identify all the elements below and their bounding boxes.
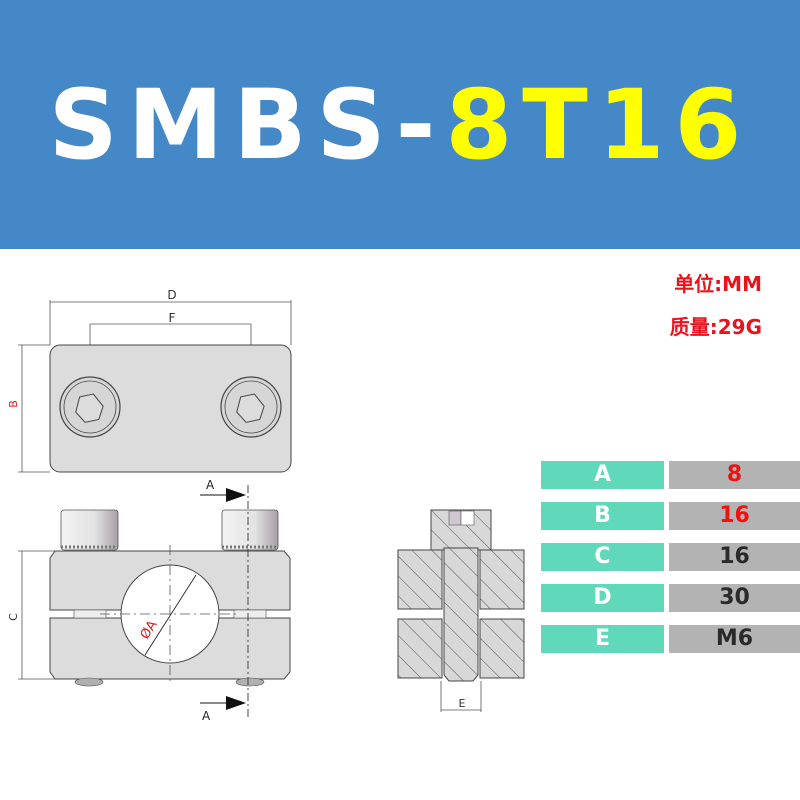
front-view: ØA A A C xyxy=(7,478,291,723)
model-suffix: 8T16 xyxy=(445,69,752,181)
spec-value: 16 xyxy=(669,502,800,530)
top-view: D F B xyxy=(7,288,292,473)
spec-row-a: A 8 xyxy=(541,461,800,489)
dim-c-label: C xyxy=(7,613,20,621)
header-banner: SMBS-8T16 xyxy=(0,0,800,249)
spec-row-c: C 16 xyxy=(541,543,800,571)
spec-value: 16 xyxy=(669,543,800,571)
spec-key: A xyxy=(541,461,664,489)
unit-label: 单位:MM xyxy=(674,272,762,296)
section-a-bottom-label: A xyxy=(202,709,211,723)
section-view: E xyxy=(397,509,525,712)
spec-key: C xyxy=(541,543,664,571)
dim-f-label: F xyxy=(169,311,176,325)
dim-d-label: D xyxy=(167,288,176,302)
spec-value: M6 xyxy=(669,625,800,653)
spec-value: 8 xyxy=(669,461,800,489)
spec-key: D xyxy=(541,584,664,612)
weight-label: 质量:29G xyxy=(669,315,762,339)
spec-row-d: D 30 xyxy=(541,584,800,612)
spec-key: B xyxy=(541,502,664,530)
spec-row-b: B 16 xyxy=(541,502,800,530)
dim-e-label: E xyxy=(459,697,466,710)
spec-key: E xyxy=(541,625,664,653)
dim-b-label: B xyxy=(7,400,20,408)
model-prefix: SMBS- xyxy=(48,69,446,181)
spec-value: 30 xyxy=(669,584,800,612)
section-a-top-label: A xyxy=(206,478,215,492)
spec-row-e: E M6 xyxy=(541,625,800,653)
model-title: SMBS-8T16 xyxy=(0,70,800,180)
